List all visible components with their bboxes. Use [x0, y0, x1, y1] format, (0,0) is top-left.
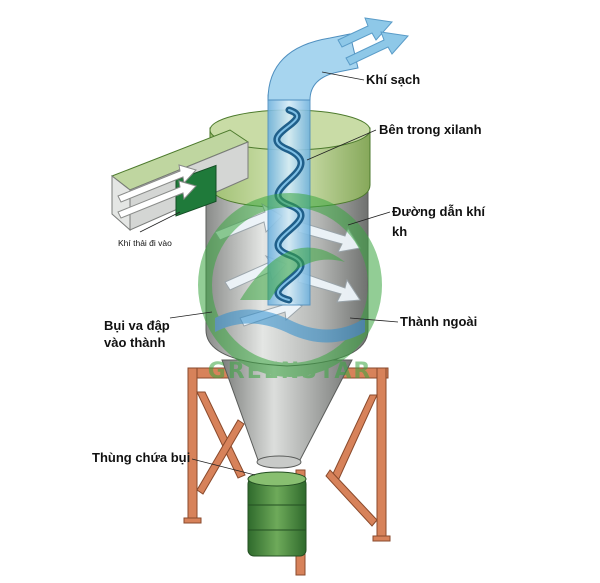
- label-outer-wall: Thành ngoài: [400, 314, 477, 329]
- leader-inside-cylinder: [306, 129, 377, 161]
- leader-outer-wall: [349, 317, 399, 323]
- frame-leg-left: [187, 367, 198, 521]
- label-clean-air: Khí sạch: [366, 72, 420, 87]
- watermark-ring: [198, 193, 382, 377]
- watermark-text: GREENSTAR: [208, 359, 373, 384]
- clean-air-arrow-icon: [337, 17, 393, 48]
- leader-dust-bin: [191, 458, 256, 476]
- label-gas-duct-fragment: kh: [392, 224, 407, 239]
- dust-bin: [247, 471, 307, 557]
- label-inside-cylinder: Bên trong xilanh: [379, 122, 482, 137]
- dust-bin-body: [247, 477, 307, 557]
- label-inlet-gas: Khí thải đi vào: [118, 238, 172, 248]
- watermark-wave: [215, 309, 365, 343]
- inlet-arrow-icon: [117, 164, 197, 203]
- frame-brace-right: [329, 394, 378, 484]
- cone-outlet: [256, 455, 302, 469]
- leader-clean-air: [321, 71, 365, 81]
- label-dust-hits-wall-1: Bụi va đập: [104, 318, 170, 333]
- frame-brace-left-2: [196, 419, 245, 495]
- watermark-leaf: [240, 247, 345, 300]
- leader-dust-wall: [169, 311, 213, 319]
- frame-foot-left: [183, 517, 202, 524]
- inlet-arrow-icon: [117, 180, 197, 219]
- outlet-pipe-elbow: [267, 33, 359, 101]
- leader-inlet: [139, 211, 181, 233]
- label-gas-duct: Đường dẫn khí: [392, 204, 485, 219]
- label-dust-bin: Thùng chứa bụi: [92, 450, 190, 465]
- leader-lines: [139, 71, 399, 476]
- clean-air-arrow-icon: [345, 31, 409, 66]
- leader-gas-duct: [347, 211, 391, 226]
- dust-bin-lid: [247, 471, 307, 487]
- frame-brace-right-2: [325, 469, 378, 527]
- watermark-logo: GREENSTAR: [198, 193, 382, 384]
- label-dust-hits-wall-2: vào thành: [104, 335, 165, 350]
- frame-foot-right: [372, 535, 391, 542]
- frame-leg-right: [376, 367, 387, 539]
- inlet-arrows: [117, 164, 197, 219]
